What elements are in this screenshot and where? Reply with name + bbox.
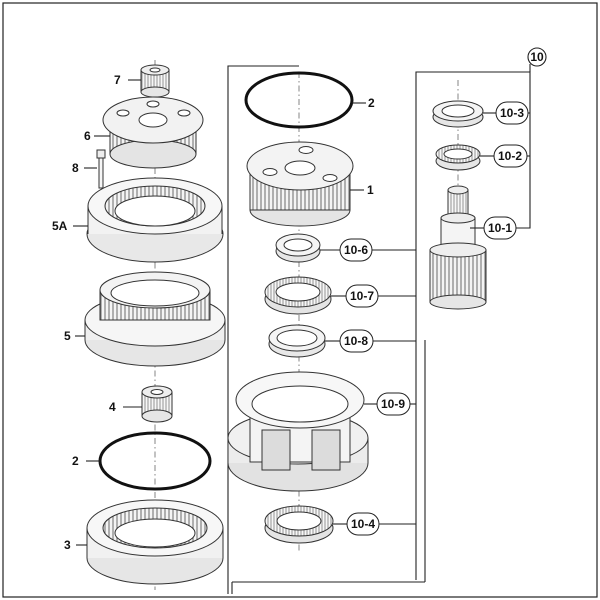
part-10-3-seal xyxy=(432,100,484,128)
label-10: 10 xyxy=(530,50,544,64)
label-5: 5 xyxy=(64,329,71,343)
part-10-2-bearing xyxy=(435,144,481,171)
part-8-bolt xyxy=(96,149,106,189)
part-1-planet-carrier xyxy=(246,141,354,227)
label-4: 4 xyxy=(109,400,116,414)
label-2-lower: 2 xyxy=(72,454,79,468)
part-7-pinion-gear xyxy=(140,64,170,98)
label-5A: 5A xyxy=(52,219,68,233)
label-10-4: 10-4 xyxy=(351,517,375,531)
label-10-circle xyxy=(527,47,547,67)
part-10-7-bearing xyxy=(264,276,332,315)
label-10-2-box xyxy=(493,144,528,168)
part-10-9-housing xyxy=(227,371,369,492)
part-10-8-seal xyxy=(268,324,326,358)
label-7: 7 xyxy=(114,73,121,87)
label-3: 3 xyxy=(64,538,71,552)
part-10-1-pinion-shaft xyxy=(429,185,487,310)
group-bracket-left xyxy=(227,65,299,594)
label-10-1-box xyxy=(483,216,517,240)
label-10-8: 10-8 xyxy=(344,334,368,348)
label-10-3: 10-3 xyxy=(500,106,524,120)
part-3-ring-gear xyxy=(86,499,224,585)
label-10-7: 10-7 xyxy=(350,289,374,303)
part-4-sun-gear xyxy=(141,385,173,423)
part-10-6-bearing xyxy=(275,233,321,263)
label-6: 6 xyxy=(84,129,91,143)
part-6-planet-carrier xyxy=(102,96,204,169)
label-10-3-box xyxy=(495,101,529,125)
part-10-4-bearing xyxy=(264,505,334,544)
label-10-9: 10-9 xyxy=(381,397,405,411)
label-2-upper: 2 xyxy=(368,96,375,110)
part-5-ring-gear-flange xyxy=(84,271,226,367)
part-5A-ring-gear xyxy=(86,177,224,263)
label-10-1: 10-1 xyxy=(488,221,512,235)
label-10-6: 10-6 xyxy=(344,243,368,257)
label-10-2: 10-2 xyxy=(498,149,522,163)
label-8: 8 xyxy=(72,161,79,175)
part-2-o-ring-upper xyxy=(244,71,354,129)
label-1: 1 xyxy=(367,183,374,197)
